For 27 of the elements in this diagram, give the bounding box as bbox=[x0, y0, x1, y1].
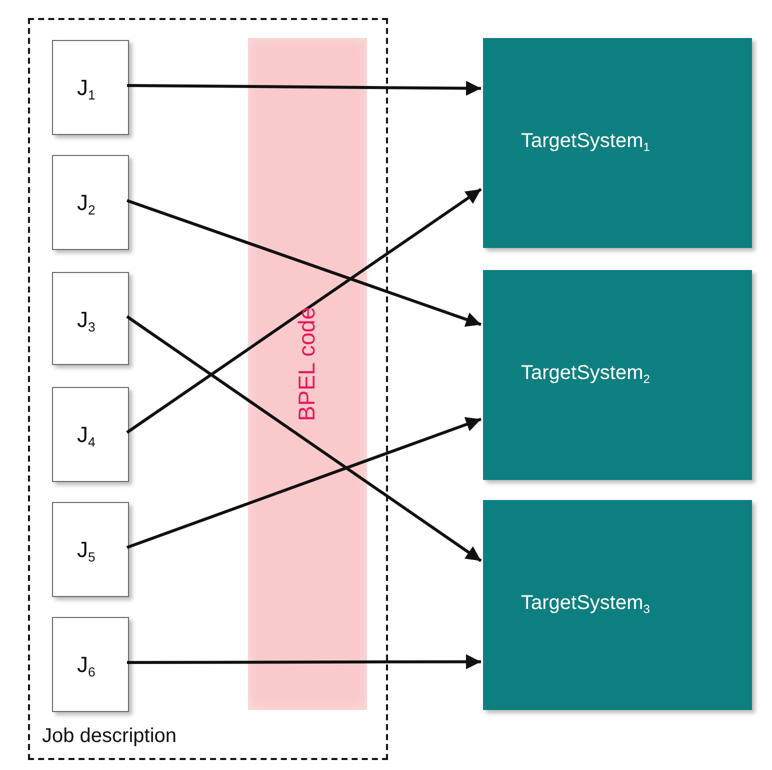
arrow bbox=[126, 199, 482, 327]
arrow bbox=[126, 80, 482, 96]
job-label: J$_{2}$ bbox=[77, 190, 96, 216]
job-label: J$_{3}$ bbox=[77, 307, 96, 333]
job-box bbox=[52, 155, 129, 250]
job-label: J$_{6}$ bbox=[77, 652, 96, 678]
target-system-box bbox=[483, 500, 752, 710]
system-label: TargetSystem$_{2}$ bbox=[521, 362, 650, 385]
job-label: J$_{5}$ bbox=[77, 537, 96, 563]
job-box bbox=[52, 387, 129, 482]
target-system-box bbox=[483, 38, 752, 248]
target-system-box bbox=[483, 270, 752, 480]
arrow bbox=[127, 654, 481, 670]
arrow bbox=[126, 188, 482, 434]
job-label: J$_{4}$ bbox=[77, 422, 96, 448]
system-label: TargetSystem$_{3}$ bbox=[521, 592, 650, 615]
job-box bbox=[52, 40, 129, 135]
arrow bbox=[126, 315, 482, 562]
job-box bbox=[52, 502, 129, 597]
job-box bbox=[52, 617, 129, 712]
dashed-group-frame bbox=[28, 18, 388, 760]
job-box bbox=[52, 272, 129, 365]
system-label: TargetSystem$_{1}$ bbox=[521, 130, 650, 153]
arrow bbox=[126, 417, 482, 549]
job-label: J$_{1}$ bbox=[77, 75, 96, 101]
group-label: Job description bbox=[42, 725, 177, 748]
band-label: BPEL code bbox=[294, 306, 320, 422]
